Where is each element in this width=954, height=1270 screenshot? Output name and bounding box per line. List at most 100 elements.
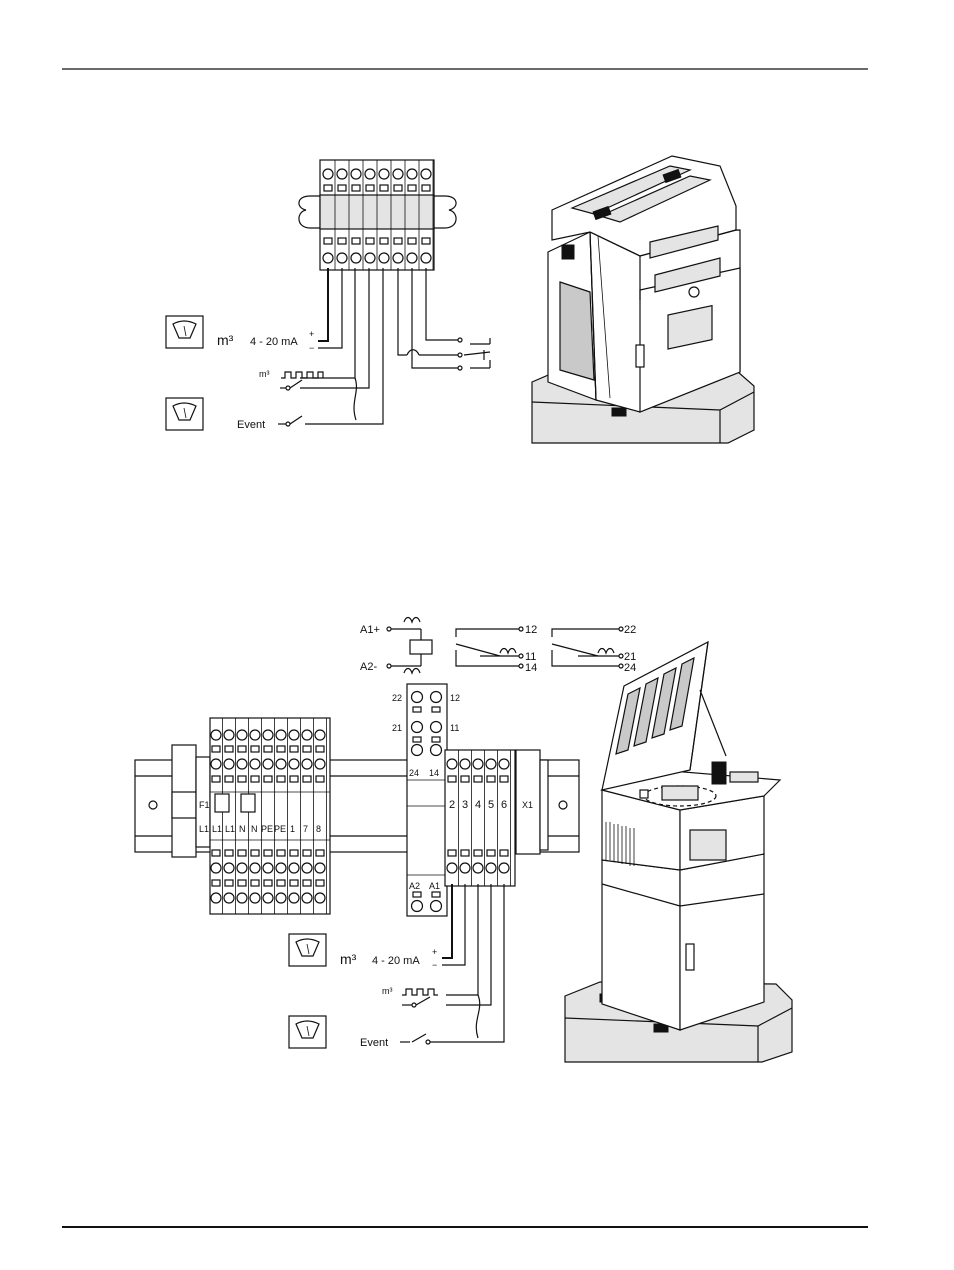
terminal-slot: [290, 776, 298, 782]
contact2-no: 24: [624, 662, 636, 674]
terminal-slot: [238, 746, 246, 752]
terminal-slot: [251, 776, 259, 782]
terminal-slot: [212, 880, 220, 886]
fig1-meter-unit: m³: [217, 332, 234, 348]
terminal-slot: [277, 776, 285, 782]
terminal-screw: [276, 893, 286, 903]
terminal-slot: [251, 746, 259, 752]
terminal-slot: [264, 880, 272, 886]
terminal-slot: [277, 880, 285, 886]
terminal-screw: [302, 893, 312, 903]
terminal-screw: [323, 169, 333, 179]
terminal-slot: [474, 850, 482, 856]
terminal-slot: [366, 238, 374, 244]
terminal-slot: [264, 746, 272, 752]
terminal-screw: [224, 759, 234, 769]
contact1-nc: 12: [525, 624, 537, 636]
terminal-slot: [422, 238, 430, 244]
relay-t21: 21: [392, 723, 402, 733]
terminal-slot: [264, 776, 272, 782]
terminal-slot: [408, 185, 416, 191]
terminal-screw: [263, 759, 273, 769]
relay-ta2: A2: [409, 881, 420, 891]
terminal-slot: [251, 850, 259, 856]
fig1-plus: +: [309, 329, 314, 339]
terminal-screw: [224, 893, 234, 903]
relay-t12: 12: [450, 693, 460, 703]
terminal-screw: [224, 863, 234, 873]
terminal-screw: [315, 730, 325, 740]
terminal-slot: [352, 185, 360, 191]
terminal-slot: [338, 238, 346, 244]
terminal-screw: [289, 893, 299, 903]
terminal-screw: [365, 253, 375, 263]
figure2-labels: m³ 4 - 20 mA + − m³ Event: [340, 947, 437, 1049]
terminal-screw: [447, 759, 457, 769]
terminal-slot: [290, 880, 298, 886]
terminal-screw: [337, 169, 347, 179]
relay-t24: 24: [409, 768, 419, 778]
figure1-flowmeter-icon-2: [166, 398, 203, 430]
terminal-slot: [316, 880, 324, 886]
relay-t11: 11: [450, 723, 459, 733]
terminal-screw: [473, 759, 483, 769]
terminal-screw: [263, 863, 273, 873]
terminal-screw: [421, 169, 431, 179]
figure2-flowmeter-icon: [289, 934, 326, 966]
coil-a2-label: A2-: [360, 661, 377, 673]
terminal-screw: [337, 253, 347, 263]
terminal-screw: [460, 863, 470, 873]
terminal-screw: [289, 730, 299, 740]
terminal-slot: [316, 746, 324, 752]
terminal-screw: [473, 863, 483, 873]
terminal-screw: [315, 863, 325, 873]
relay-t14: 14: [429, 768, 439, 778]
terminal-slot: [487, 850, 495, 856]
fig1-analog-signal: 4 - 20 mA: [250, 336, 298, 348]
terminal-screw: [263, 893, 273, 903]
rail-n-a: N: [239, 824, 246, 834]
terminal-screw: [486, 759, 496, 769]
terminal-slot: [303, 746, 311, 752]
terminal-screw: [365, 169, 375, 179]
rail-pe-a: PE: [261, 824, 273, 834]
rail-x1: X1: [522, 800, 533, 810]
rail-l1-c: L1: [225, 824, 235, 834]
terminal-slot: [461, 776, 469, 782]
terminal-screw: [379, 169, 389, 179]
terminal-screw: [486, 863, 496, 873]
fig1-pulse-unit: m³: [259, 369, 270, 379]
terminal-slot: [500, 850, 508, 856]
rail-f1: F1: [199, 800, 210, 810]
terminal-screw: [323, 253, 333, 263]
terminal-screw: [250, 893, 260, 903]
terminal-screw: [379, 253, 389, 263]
fig2-pulse-unit: m³: [382, 986, 393, 996]
terminal-slot: [324, 238, 332, 244]
terminal-screw: [211, 730, 221, 740]
terminal-slot: [225, 776, 233, 782]
terminal-screw: [499, 863, 509, 873]
figure2-sampler-cabinet: [565, 642, 792, 1062]
rail-n-b: N: [251, 824, 258, 834]
terminal-slot: [212, 746, 220, 752]
terminal-slot: [366, 185, 374, 191]
terminal-slot: [290, 746, 298, 752]
terminal-slot: [264, 850, 272, 856]
terminal-screw: [351, 169, 361, 179]
rail-l1-a: L1: [199, 824, 209, 834]
terminal-screw: [237, 759, 247, 769]
terminal-slot: [303, 880, 311, 886]
contact2-nc: 22: [624, 624, 636, 636]
rail-l1-b: L1: [212, 824, 222, 834]
terminal-screw: [237, 893, 247, 903]
figure1-sampler-cabinet: [532, 156, 754, 443]
terminal-screw: [351, 253, 361, 263]
terminal-screw: [289, 759, 299, 769]
terminal-slot: [394, 238, 402, 244]
terminal-screw: [263, 730, 273, 740]
terminal-slot: [338, 185, 346, 191]
terminal-slot: [448, 776, 456, 782]
terminal-slot: [303, 776, 311, 782]
rail-t8: 8: [316, 824, 321, 834]
